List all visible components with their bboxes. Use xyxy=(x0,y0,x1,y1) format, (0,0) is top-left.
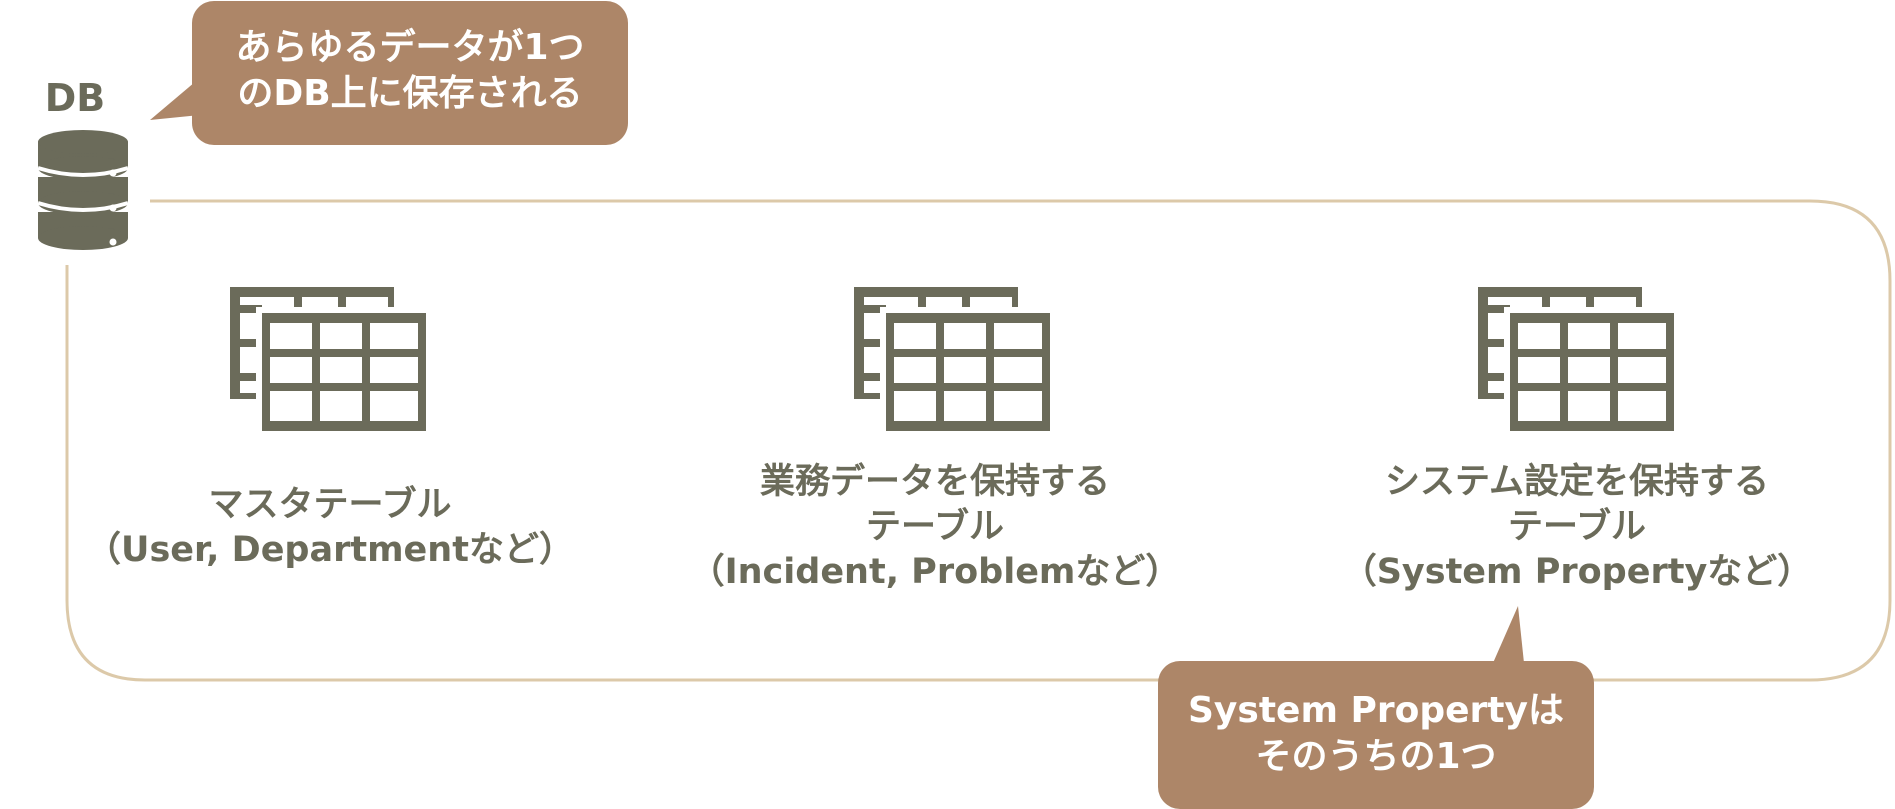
table-icon xyxy=(1478,287,1678,431)
database-title: DB xyxy=(44,76,106,120)
table-label-system-line2: テーブル xyxy=(1508,507,1646,547)
table-label-master-line1: マスタテーブル xyxy=(208,485,452,525)
callout-bottom-bubble xyxy=(1158,606,1594,809)
table-icon xyxy=(230,287,430,431)
table-label-master: マスタテーブル （User, Departmentなど） xyxy=(60,483,600,573)
table-label-business: 業務データを保持する テーブル （Incident, Problemなど） xyxy=(665,460,1205,595)
table-label-business-line3: （Incident, Problemなど） xyxy=(689,552,1181,592)
database-icon xyxy=(37,130,129,250)
callout-bottom-line1: System Propertyは xyxy=(1188,690,1564,731)
table-label-system-line3: （System Propertyなど） xyxy=(1341,552,1813,592)
callout-top-line1: あらゆるデータが1つ xyxy=(235,27,585,68)
table-label-master-line2: （User, Departmentなど） xyxy=(86,530,574,570)
table-label-system: システム設定を保持する テーブル （System Propertyなど） xyxy=(1307,460,1847,595)
table-label-system-line1: システム設定を保持する xyxy=(1385,462,1769,502)
callout-top-text: あらゆるデータが1つ のDB上に保存される xyxy=(192,25,628,117)
table-icon xyxy=(854,287,1054,431)
callout-bottom-line2: そのうちの1つ xyxy=(1255,736,1497,777)
callout-bottom-text: System Propertyは そのうちの1つ xyxy=(1158,688,1594,780)
callout-top-bubble xyxy=(150,1,628,145)
table-label-business-line1: 業務データを保持する xyxy=(759,462,1110,502)
tables-container-border xyxy=(65,199,1892,682)
callout-top-line2: のDB上に保存される xyxy=(237,73,583,114)
table-label-business-line2: テーブル xyxy=(866,507,1004,547)
